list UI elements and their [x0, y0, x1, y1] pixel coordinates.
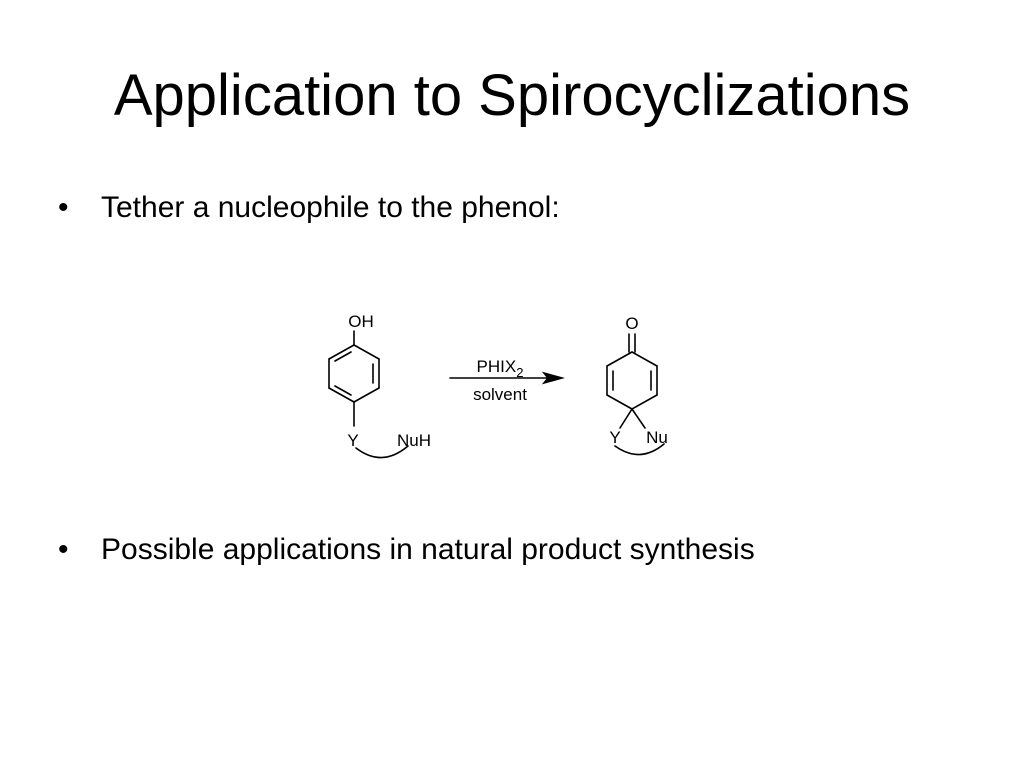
bullet-text: Possible applications in natural product… [101, 533, 755, 566]
condition-label: solvent [473, 385, 527, 404]
product-y-label: Y [609, 428, 620, 447]
product-tether-arc [614, 443, 665, 456]
o-label: O [625, 314, 638, 333]
reaction-arrow-head [541, 371, 565, 385]
spiro-bond-y [619, 408, 633, 429]
product-nu-label: Nu [646, 428, 668, 447]
slide-title: Application to Spirocyclizations [113, 63, 911, 128]
tether-arc [355, 445, 409, 459]
oh-label: OH [348, 312, 374, 331]
bullet-item: • Tether a nucleophile to the phenol: [58, 188, 560, 228]
bullet-marker: • [58, 533, 69, 566]
reagent-label: PHIX2 [477, 357, 524, 380]
reagent-name: PHIX [477, 357, 517, 376]
reagent-subscript: 2 [516, 365, 523, 380]
nuh-label: NuH [397, 431, 431, 450]
y-label: Y [347, 431, 358, 450]
phenol-ring [328, 344, 380, 403]
dienone-ring [606, 351, 658, 410]
spiro-bond-nu [631, 408, 646, 429]
bullet-text: Tether a nucleophile to the phenol: [101, 191, 560, 224]
bullet-item: • Possible applications in natural produc… [58, 530, 755, 570]
bullet-marker: • [58, 191, 69, 224]
